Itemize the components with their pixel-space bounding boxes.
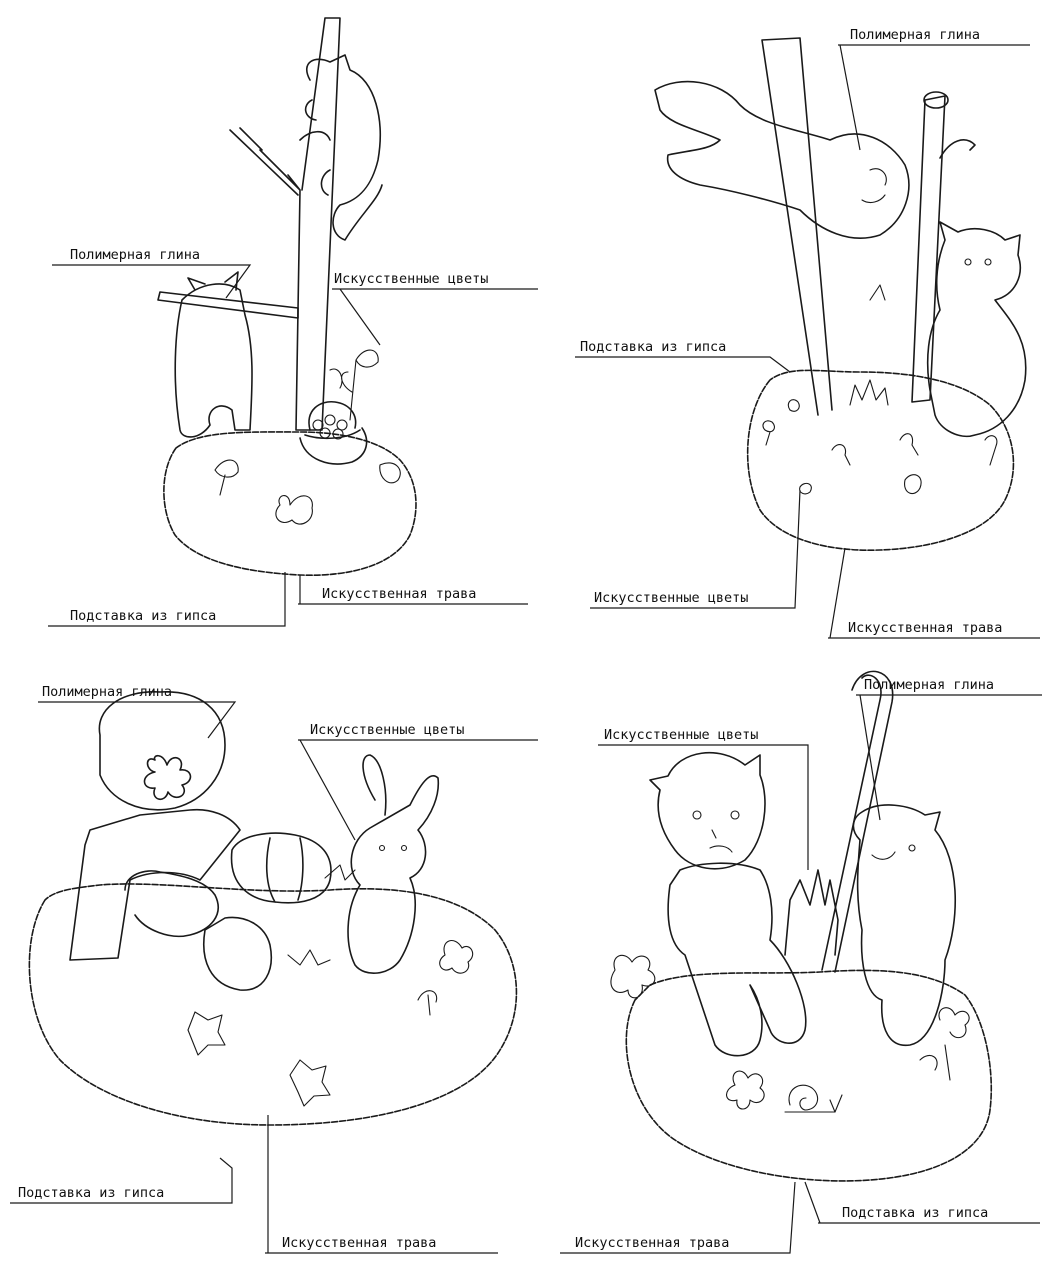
fig4-label-grass: Искусственная трава xyxy=(575,1235,729,1251)
fig3-pumpkin xyxy=(232,833,331,903)
fig3-flower-on-head xyxy=(144,756,190,800)
fig1-branch xyxy=(230,128,298,195)
fig3-dog xyxy=(125,871,218,936)
fig4-flowers xyxy=(611,955,969,1109)
fig2-cat-sit xyxy=(928,222,1026,436)
fig3-boot xyxy=(204,917,271,990)
fig2-cat-stretch xyxy=(655,82,909,239)
fig3-girl-head xyxy=(99,692,225,810)
fig1-flower-grass xyxy=(215,460,400,524)
fig3-label-grass: Искусственная трава xyxy=(282,1235,436,1251)
fig1-flower xyxy=(330,350,378,420)
fig2-label-grass: Искусственная трава xyxy=(848,620,1002,636)
fig4-girl-head xyxy=(650,753,765,869)
fig3-flowers xyxy=(188,865,473,1106)
fig3-label-flowers: Искусственные цветы xyxy=(310,722,464,738)
fig3-grass xyxy=(288,950,437,1015)
figure-2: Полимерная глина Подставка из гипса Иску… xyxy=(575,27,1040,638)
fig1-cat-top xyxy=(300,55,382,240)
fig1-label-plaster-stand: Подставка из гипса xyxy=(70,608,216,624)
fig2-grass xyxy=(850,285,888,405)
fig1-label-flowers: Искусственные цветы xyxy=(334,271,488,287)
fig3-label-polymer-clay: Полимерная глина xyxy=(42,684,172,700)
fig2-label-polymer-clay: Полимерная глина xyxy=(850,27,980,43)
fig1-label-polymer-clay: Полимерная глина xyxy=(70,247,200,263)
fig1-cat-left xyxy=(175,272,252,437)
fig3-label-plaster-stand: Подставка из гипса xyxy=(18,1185,164,1201)
fig4-label-plaster-stand: Подставка из гипса xyxy=(842,1205,988,1221)
fig4-label-polymer-clay: Полимерная глина xyxy=(864,677,994,693)
fig2-label-plaster-stand: Подставка из гипса xyxy=(580,339,726,355)
fig4-crook xyxy=(822,671,893,972)
fig4-grass-tuft xyxy=(785,870,838,955)
fig2-label-flowers: Искусственные цветы xyxy=(594,590,748,606)
fig3-rabbit xyxy=(348,755,438,973)
fig1-label-grass: Искусственная трава xyxy=(322,586,476,602)
fig4-lamb xyxy=(853,805,955,1045)
figure-1: Полимерная глина Искусственные цветы Под… xyxy=(48,18,538,626)
fig4-snail xyxy=(785,1085,842,1112)
fig4-girl-body xyxy=(668,863,806,1055)
fig4-plaster-base xyxy=(626,970,991,1181)
fig2-hook xyxy=(940,140,975,158)
fig4-label-flowers: Искусственные цветы xyxy=(604,727,758,743)
fig2-flowers xyxy=(763,400,997,494)
fig2-plaster-base xyxy=(748,370,1014,550)
figure-3: Полимерная глина Искусственные цветы Под… xyxy=(10,684,538,1253)
fig3-plaster-base xyxy=(29,884,516,1125)
fig1-tree-trunk xyxy=(260,18,340,430)
figure-4: Полимерная глина Искусственные цветы Под… xyxy=(560,671,1042,1253)
